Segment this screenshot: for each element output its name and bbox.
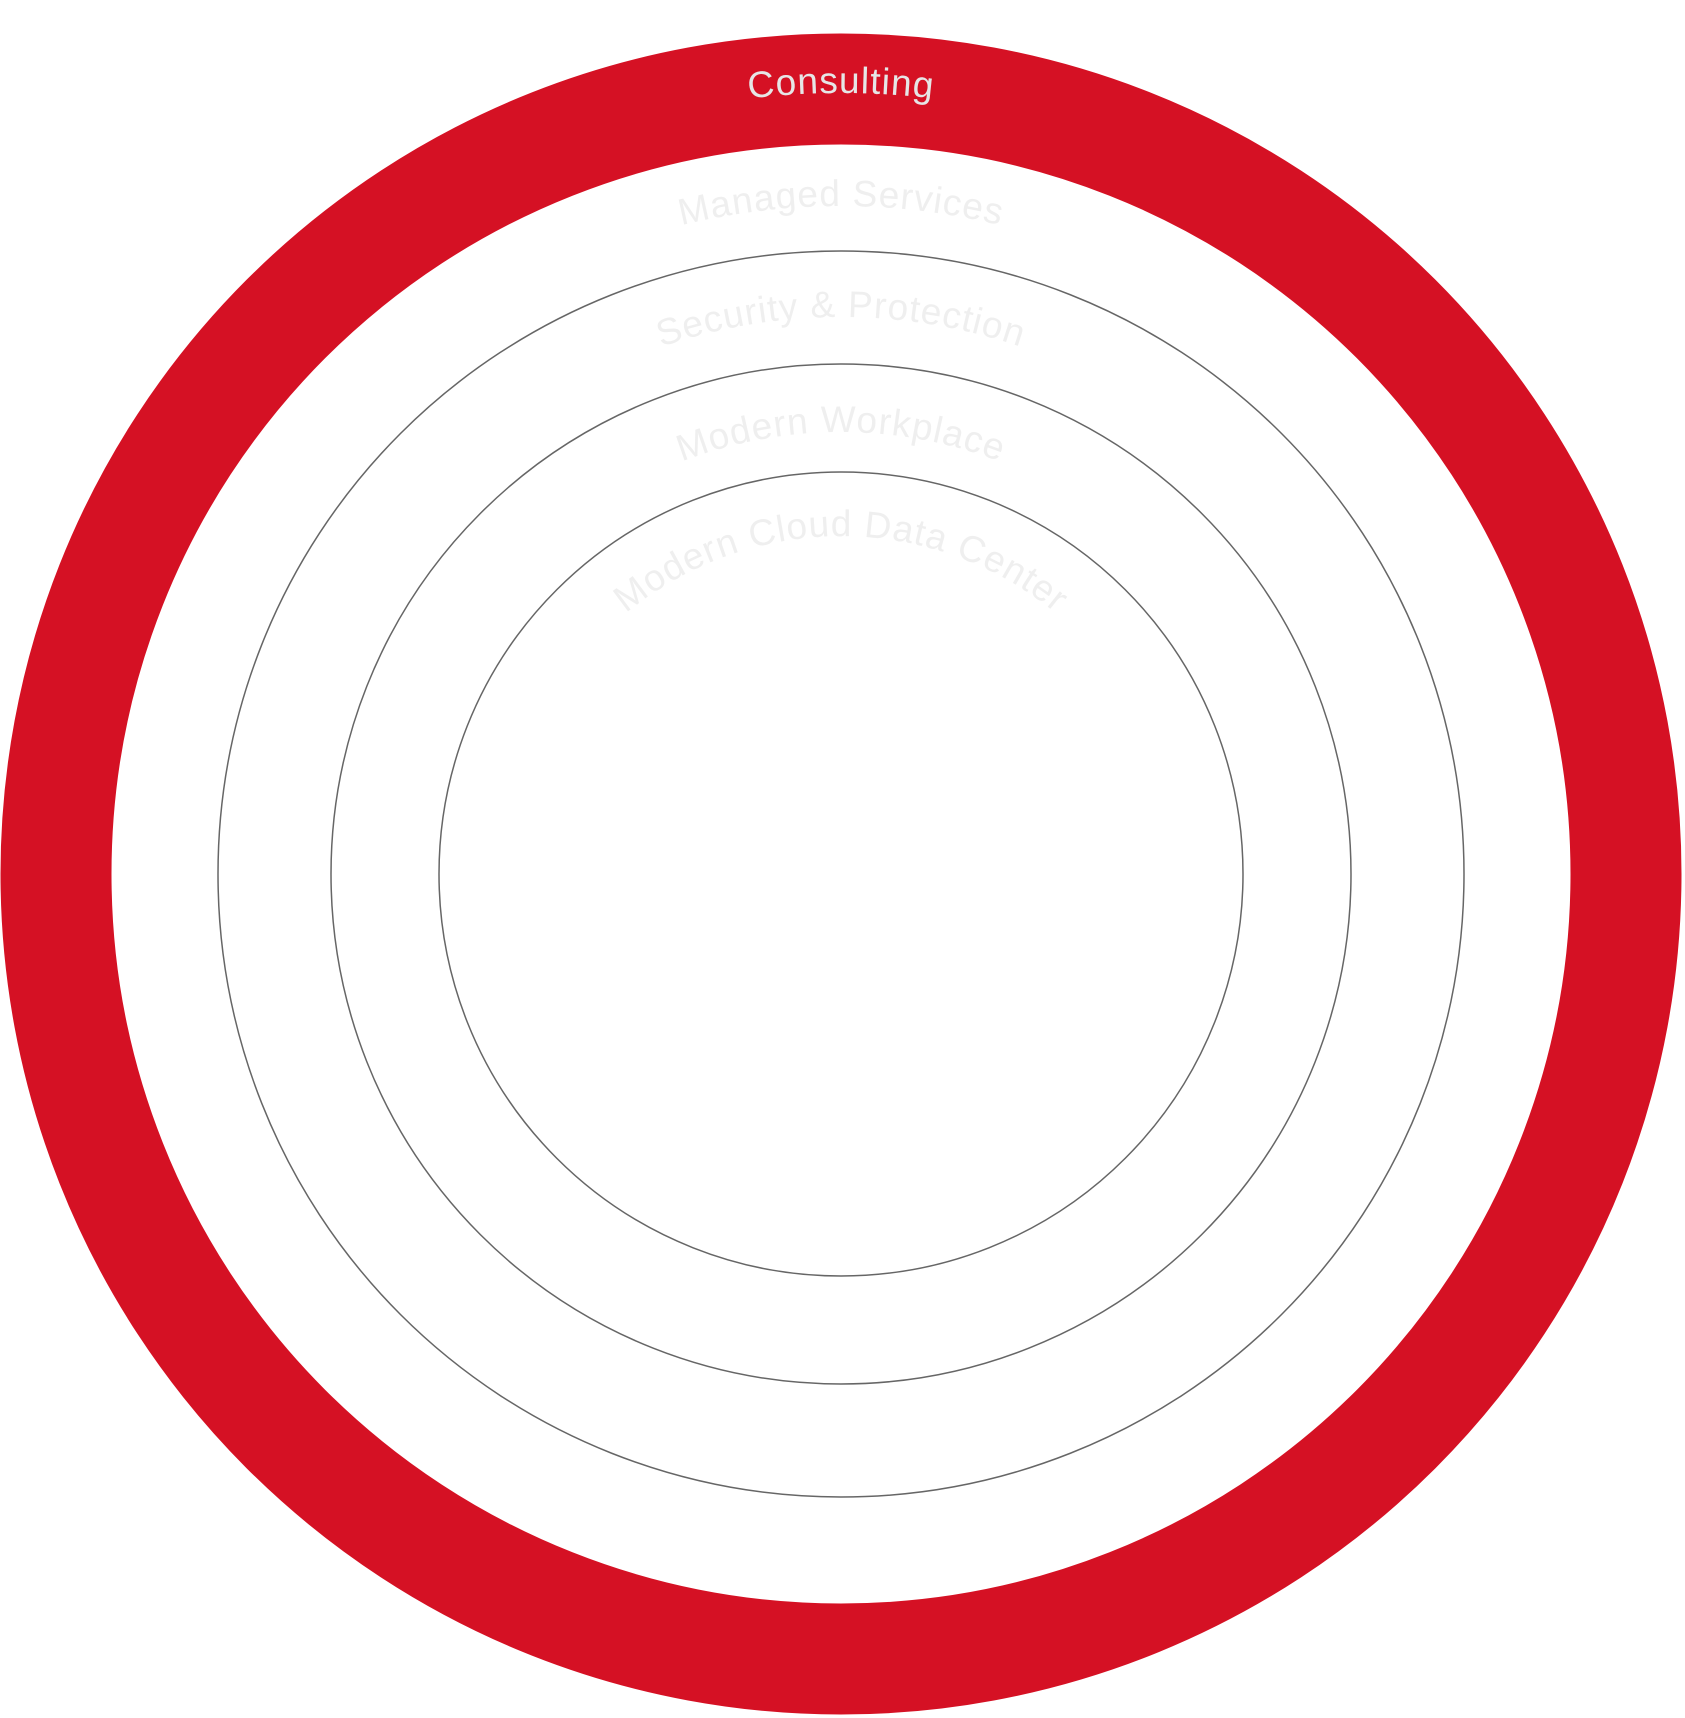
consulting-ring <box>0 33 1682 1715</box>
security-protection-label: Security & Protection <box>651 284 1031 355</box>
modern-workplace-label: Modern Workplace <box>671 399 1012 469</box>
modern-workplace-ring-border <box>438 471 1244 1277</box>
modern-cloud-data-center-label-text: Modern Cloud Data Center <box>606 503 1076 620</box>
managed-services-label-text: Managed Services <box>674 173 1007 233</box>
managed-services-ring-border <box>217 250 1465 1498</box>
consulting-label: Consulting <box>745 60 936 106</box>
consulting-label-text: Consulting <box>745 60 935 106</box>
security-protection-label-text: Security & Protection <box>651 284 1030 355</box>
modern-workplace-label-text: Modern Workplace <box>671 399 1011 469</box>
modern-cloud-data-center-label: Modern Cloud Data Center <box>606 503 1077 620</box>
managed-services-label: Managed Services <box>674 173 1008 233</box>
security-protection-ring-border <box>330 363 1352 1385</box>
